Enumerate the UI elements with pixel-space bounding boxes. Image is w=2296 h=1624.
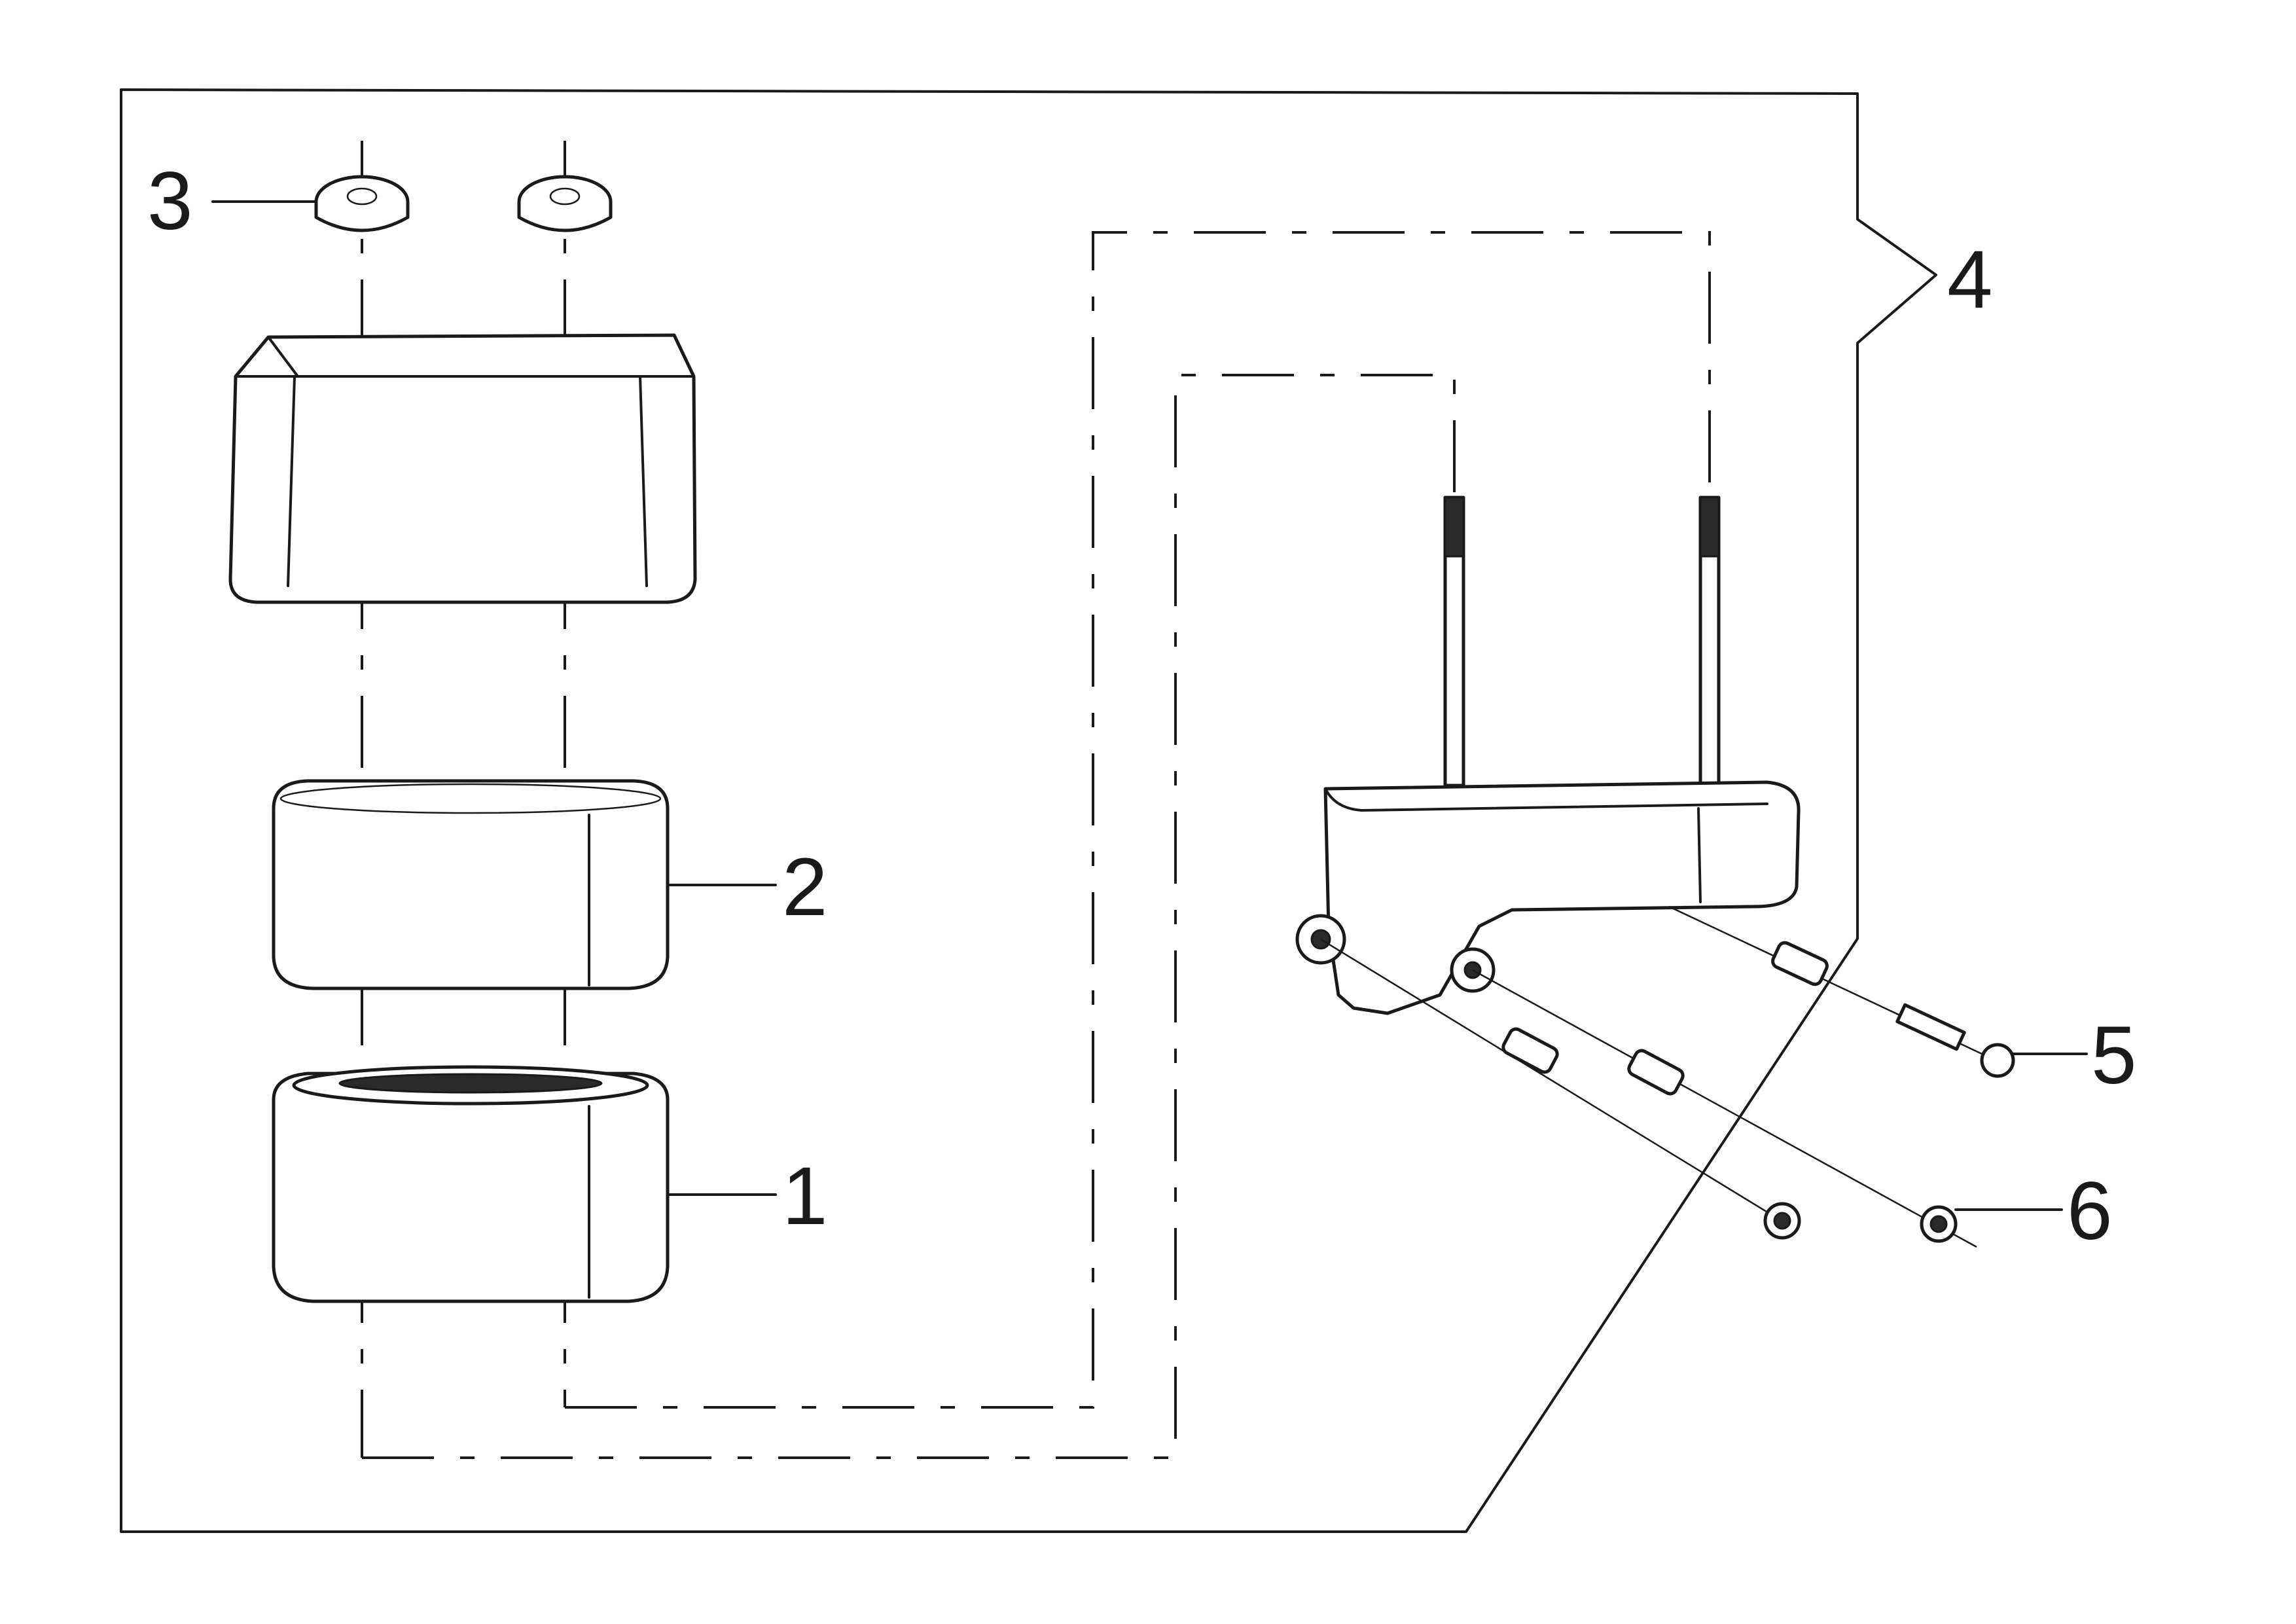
- knob-nut-right: [517, 175, 613, 232]
- bolt-line-b: [1472, 969, 1977, 1248]
- callout-4: 4: [1947, 234, 1993, 325]
- spacer-b: [1627, 1049, 1685, 1096]
- knob-nut-left: [314, 175, 410, 232]
- callout-3: 3: [147, 156, 193, 247]
- base-part-1: [272, 1065, 670, 1303]
- top-cover: [228, 333, 697, 604]
- bolt-part-5: [1895, 1003, 2015, 1078]
- bolt-line-a: [1320, 938, 1787, 1225]
- nut-part-6-a: [1763, 1202, 1801, 1240]
- bracket-assembly: [1295, 496, 1801, 1015]
- spacer-5: [1771, 941, 1829, 986]
- ring-part-2: [272, 779, 670, 990]
- callout-5: 5: [2091, 1010, 2137, 1101]
- callout-1: 1: [782, 1151, 828, 1242]
- callout-2: 2: [782, 842, 828, 933]
- callout-6: 6: [2067, 1166, 2113, 1257]
- routing-line-outer: [565, 231, 1711, 1409]
- assembly-frame: [120, 88, 1937, 1533]
- nut-part-6-b: [1920, 1205, 1958, 1243]
- spacer-a: [1501, 1027, 1559, 1074]
